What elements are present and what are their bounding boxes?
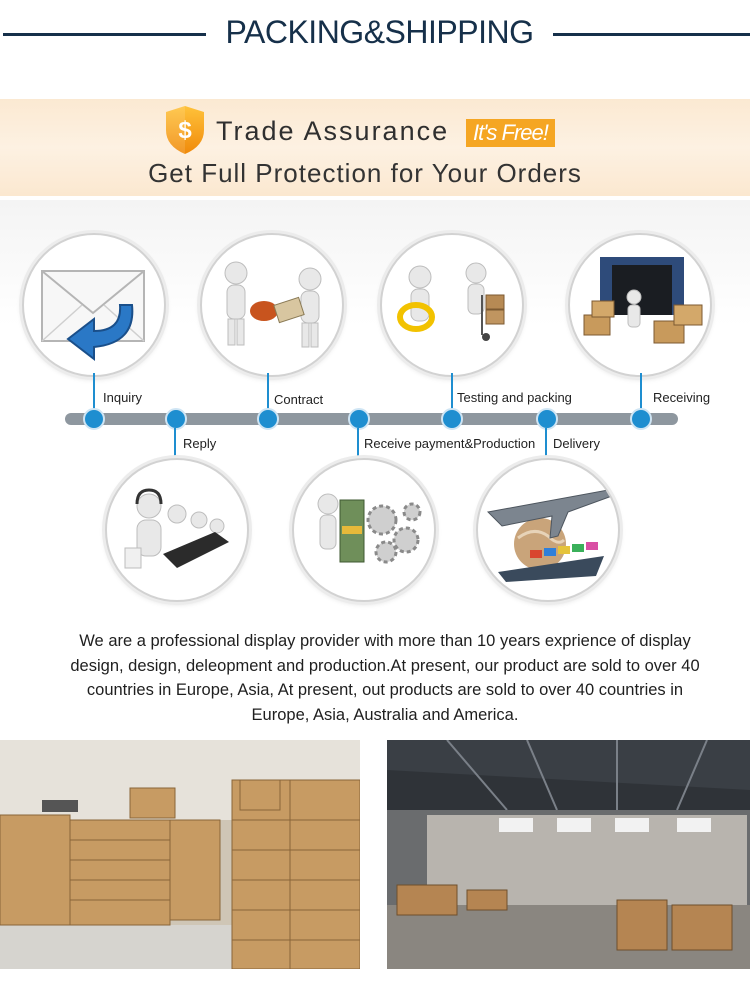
packed-boxes-photo	[0, 740, 360, 969]
stem-testing	[451, 373, 453, 418]
call-center-icon	[124, 488, 229, 569]
node-contract	[257, 408, 279, 430]
payment-production-illustration	[292, 458, 436, 602]
shield-icon: $	[166, 106, 204, 154]
page-title: PACKING&SHIPPING	[225, 14, 534, 50]
step-receiving: Receiving	[653, 390, 711, 405]
protection-tagline: Get Full Protection for Your Orders	[148, 158, 582, 188]
container-boxes-icon	[583, 257, 703, 344]
header-rule-right	[553, 33, 750, 36]
free-badge: It's Free!	[466, 119, 555, 147]
reply-illustration	[105, 458, 249, 602]
inquiry-illustration	[22, 233, 166, 377]
order-process-diagram: Inquiry Contract Testing and packing Rec…	[0, 200, 750, 620]
trade-assurance-label: Trade Assurance	[216, 116, 450, 146]
step-testing-packing: Testing and packing	[457, 390, 572, 405]
receiving-illustration	[568, 233, 712, 377]
handshake-contract-icon	[224, 261, 322, 348]
delivery-illustration	[476, 458, 620, 602]
node-testing	[441, 408, 463, 430]
step-contract: Contract	[274, 392, 324, 407]
node-receiving	[630, 408, 652, 430]
money-gears-icon	[317, 493, 422, 564]
stem-payment	[357, 428, 359, 458]
step-reply: Reply	[183, 436, 217, 451]
step-inquiry: Inquiry	[103, 390, 143, 405]
measuring-tape-cart-icon	[397, 262, 505, 341]
stem-delivery	[545, 428, 547, 458]
node-reply	[165, 408, 187, 430]
warehouse-image	[387, 740, 750, 969]
stem-contract	[267, 373, 269, 418]
node-delivery	[536, 408, 558, 430]
step-delivery: Delivery	[553, 436, 600, 451]
header-rule-left	[3, 33, 206, 36]
stem-reply	[174, 428, 176, 458]
process-timeline	[65, 413, 678, 425]
stem-inquiry	[93, 373, 95, 418]
cardboard-boxes-image	[0, 740, 360, 969]
testing-packing-illustration	[380, 233, 524, 377]
contract-illustration	[200, 233, 344, 377]
plane-ship-globe-icon	[486, 489, 613, 582]
stem-receiving	[640, 373, 642, 418]
envelope-icon	[41, 270, 145, 362]
company-description: We are a professional display provider w…	[70, 632, 700, 724]
trade-assurance-banner: $ Trade Assurance It's Free! Get Full Pr…	[0, 99, 750, 196]
step-payment-production: Receive payment&Production	[364, 436, 536, 451]
warehouse-photo	[387, 740, 750, 969]
node-payment	[348, 408, 370, 430]
node-inquiry	[83, 408, 105, 430]
shield-symbol: $	[178, 117, 192, 144]
